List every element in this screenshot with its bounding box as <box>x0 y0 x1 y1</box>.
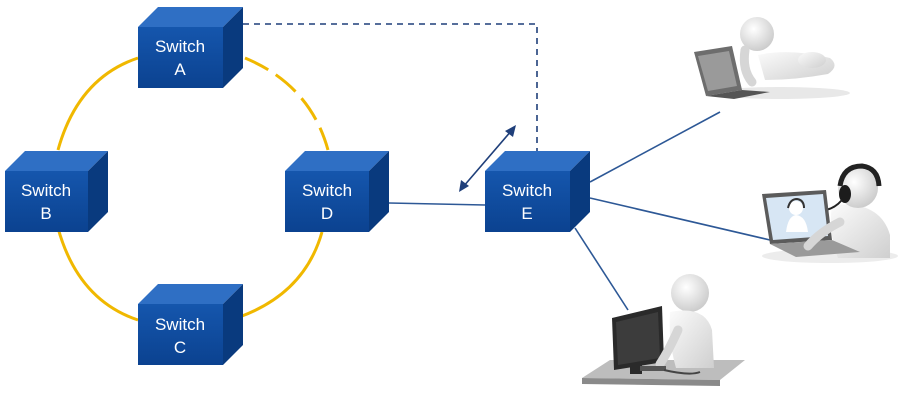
switch-b-label-line2: B <box>40 204 51 223</box>
switch-c-label-line2: C <box>174 338 186 357</box>
switch-e-label-line1: Switch <box>502 181 552 200</box>
switch-b[interactable]: Switch B <box>5 151 108 232</box>
double-arrow-icon <box>459 125 516 192</box>
switch-a[interactable]: Switch A <box>138 7 243 88</box>
ring-link-c-d <box>241 231 324 318</box>
switch-c[interactable]: Switch C <box>138 284 243 365</box>
ring-link-b-c <box>56 227 139 322</box>
laptop-user-icon <box>694 17 850 99</box>
desktop-user-icon <box>582 274 745 386</box>
link-e-headset-user <box>589 197 771 241</box>
link-d-e <box>388 202 486 206</box>
switch-a-label-line1: Switch <box>155 37 205 56</box>
ring-link-a-b <box>56 56 139 151</box>
switch-a-label-line2: A <box>174 60 186 79</box>
headset-laptop-user-icon <box>762 163 898 263</box>
redundant-ring <box>56 56 330 322</box>
switch-d-label-line2: D <box>321 204 333 223</box>
link-e-laptop-user <box>589 111 721 183</box>
ring-link-a-d-blocked <box>244 56 330 151</box>
switch-e-label-line2: E <box>521 204 532 223</box>
link-e-desktop-user <box>574 227 629 311</box>
switch-e[interactable]: Switch E <box>485 151 590 232</box>
dashed-link-a-e <box>243 23 538 152</box>
switch-b-label-line1: Switch <box>21 181 71 200</box>
switch-c-label-line1: Switch <box>155 315 205 334</box>
switch-d-label-line1: Switch <box>302 181 352 200</box>
switch-d[interactable]: Switch D <box>285 151 389 232</box>
